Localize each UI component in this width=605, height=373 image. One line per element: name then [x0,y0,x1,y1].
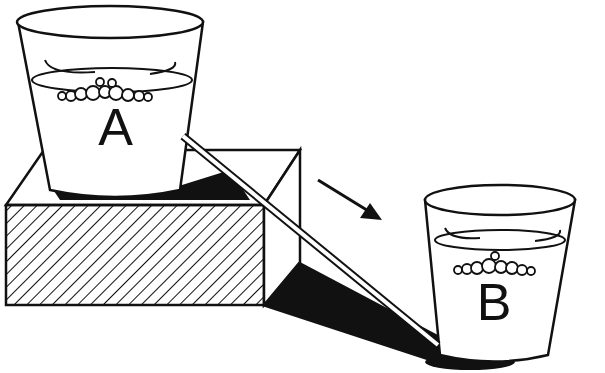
cup-b [425,185,575,362]
cup-letter: B [477,276,512,328]
siphon-tube [183,136,438,345]
flow-arrow [318,180,382,220]
block-front [6,205,264,305]
cup-letter: A [98,101,133,153]
cup-node: B [438,250,550,350]
cup-node: A [48,95,183,193]
cup-a [17,6,203,197]
